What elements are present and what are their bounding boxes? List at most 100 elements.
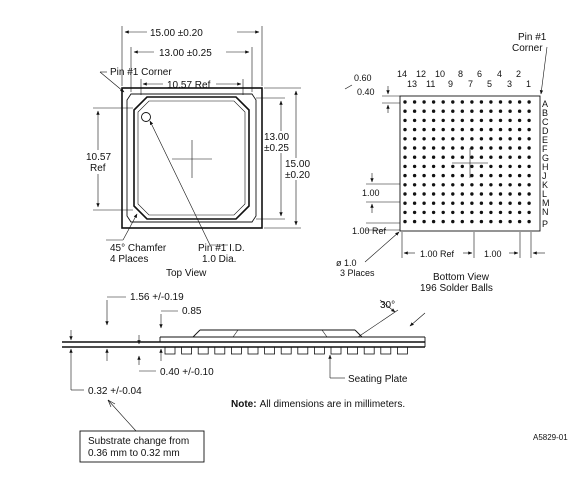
solder-ball [451, 183, 455, 187]
solder-ball [451, 100, 455, 104]
solder-ball [422, 164, 426, 169]
solder-ball [527, 173, 531, 178]
solder-ball [527, 109, 531, 113]
solder-ball [470, 155, 474, 159]
solder-ball [403, 155, 407, 159]
solder-ball [489, 183, 493, 187]
solder-ball [517, 210, 522, 215]
solder-ball [460, 109, 464, 113]
solder-ball [498, 100, 503, 104]
solder-ball [412, 109, 417, 113]
solder-ball [422, 192, 426, 196]
row-letter-E: E [542, 135, 548, 145]
solder-ball [508, 173, 512, 178]
solder-ball [460, 173, 464, 178]
col-num-14: 14 [397, 69, 407, 79]
solder-ball [508, 137, 512, 141]
row-letter-C: C [542, 117, 549, 127]
solder-ball [451, 146, 455, 150]
solder-ball [479, 164, 484, 169]
solder-ball [508, 155, 512, 159]
side-solder-ball [181, 346, 193, 355]
pin1-id-line1: Pin #1 I.D. [198, 243, 245, 254]
solder-ball [517, 146, 522, 150]
solder-ball [431, 183, 436, 187]
side-solder-ball [214, 346, 226, 355]
solder-ball [498, 127, 503, 132]
solder-ball [479, 210, 484, 215]
pitch-horizontal: 1.00 [484, 249, 502, 259]
solder-ball [460, 219, 464, 224]
solder-ball [412, 219, 417, 224]
right-dim-a-line1: 13.00 [264, 132, 289, 143]
solder-ball [517, 183, 522, 187]
solder-ball [479, 146, 484, 150]
side-solder-ball [313, 346, 325, 355]
solder-ball [451, 127, 455, 132]
solder-ball [412, 183, 417, 187]
solder-ball [470, 164, 474, 169]
right-dim-b-line2: ±0.20 [285, 170, 310, 181]
chamfer-line1: 45° Chamfer [110, 243, 167, 254]
side-solder-ball [297, 346, 309, 355]
col-num-2: 2 [516, 69, 521, 79]
solder-ball [431, 109, 436, 113]
solder-ball [441, 137, 445, 141]
row-letter-A: A [542, 99, 548, 109]
solder-ball [412, 173, 417, 178]
solder-ball [470, 127, 474, 132]
solder-ball [527, 210, 531, 215]
row-letter-D: D [542, 126, 549, 136]
solder-ball [451, 201, 455, 205]
solder-ball [441, 155, 445, 159]
solder-ball [422, 100, 426, 104]
solder-ball [422, 127, 426, 132]
solder-ball [508, 201, 512, 205]
solder-ball [508, 100, 512, 104]
solder-ball [517, 173, 522, 178]
solder-ball [498, 109, 503, 113]
solder-ball [431, 173, 436, 178]
side-solder-ball [264, 346, 276, 355]
solder-ball [527, 155, 531, 159]
solder-ball [489, 192, 493, 196]
solder-ball [527, 164, 531, 169]
solder-ball [451, 137, 455, 141]
solder-ball [479, 173, 484, 178]
solder-ball [460, 210, 464, 215]
substrate-change-box [79, 430, 205, 463]
solder-ball [527, 219, 531, 224]
ref-horizontal: 1.00 Ref [420, 249, 455, 259]
side-solder-ball [347, 346, 359, 355]
solder-ball [470, 210, 474, 215]
solder-ball [470, 146, 474, 150]
dim-substrate: 0.32 +/-0.04 [88, 386, 142, 397]
solder-ball [451, 118, 455, 123]
left-dim-line2: Ref [90, 163, 106, 174]
solder-ball [441, 109, 445, 113]
solder-ball [431, 210, 436, 215]
solder-ball [403, 137, 407, 141]
solder-ball [517, 137, 522, 141]
substrate-box-line2: 0.36 mm to 0.32 mm [88, 448, 180, 459]
solder-ball [479, 192, 484, 196]
dim-ball: 0.40 +/-0.10 [160, 367, 214, 378]
solder-ball [479, 201, 484, 205]
solder-ball [441, 192, 445, 196]
solder-ball [412, 118, 417, 123]
side-solder-ball [230, 346, 242, 355]
solder-ball [403, 192, 407, 196]
solder-ball [489, 127, 493, 132]
solder-ball [403, 100, 407, 104]
side-solder-ball [197, 346, 209, 355]
solder-ball [479, 137, 484, 141]
solder-ball [441, 146, 445, 150]
col-num-12: 12 [416, 69, 426, 79]
top-view-outline [121, 87, 263, 229]
solder-ball [403, 219, 407, 224]
solder-ball [498, 201, 503, 205]
solder-ball [412, 146, 417, 150]
solder-ball [441, 173, 445, 178]
solder-ball [403, 183, 407, 187]
